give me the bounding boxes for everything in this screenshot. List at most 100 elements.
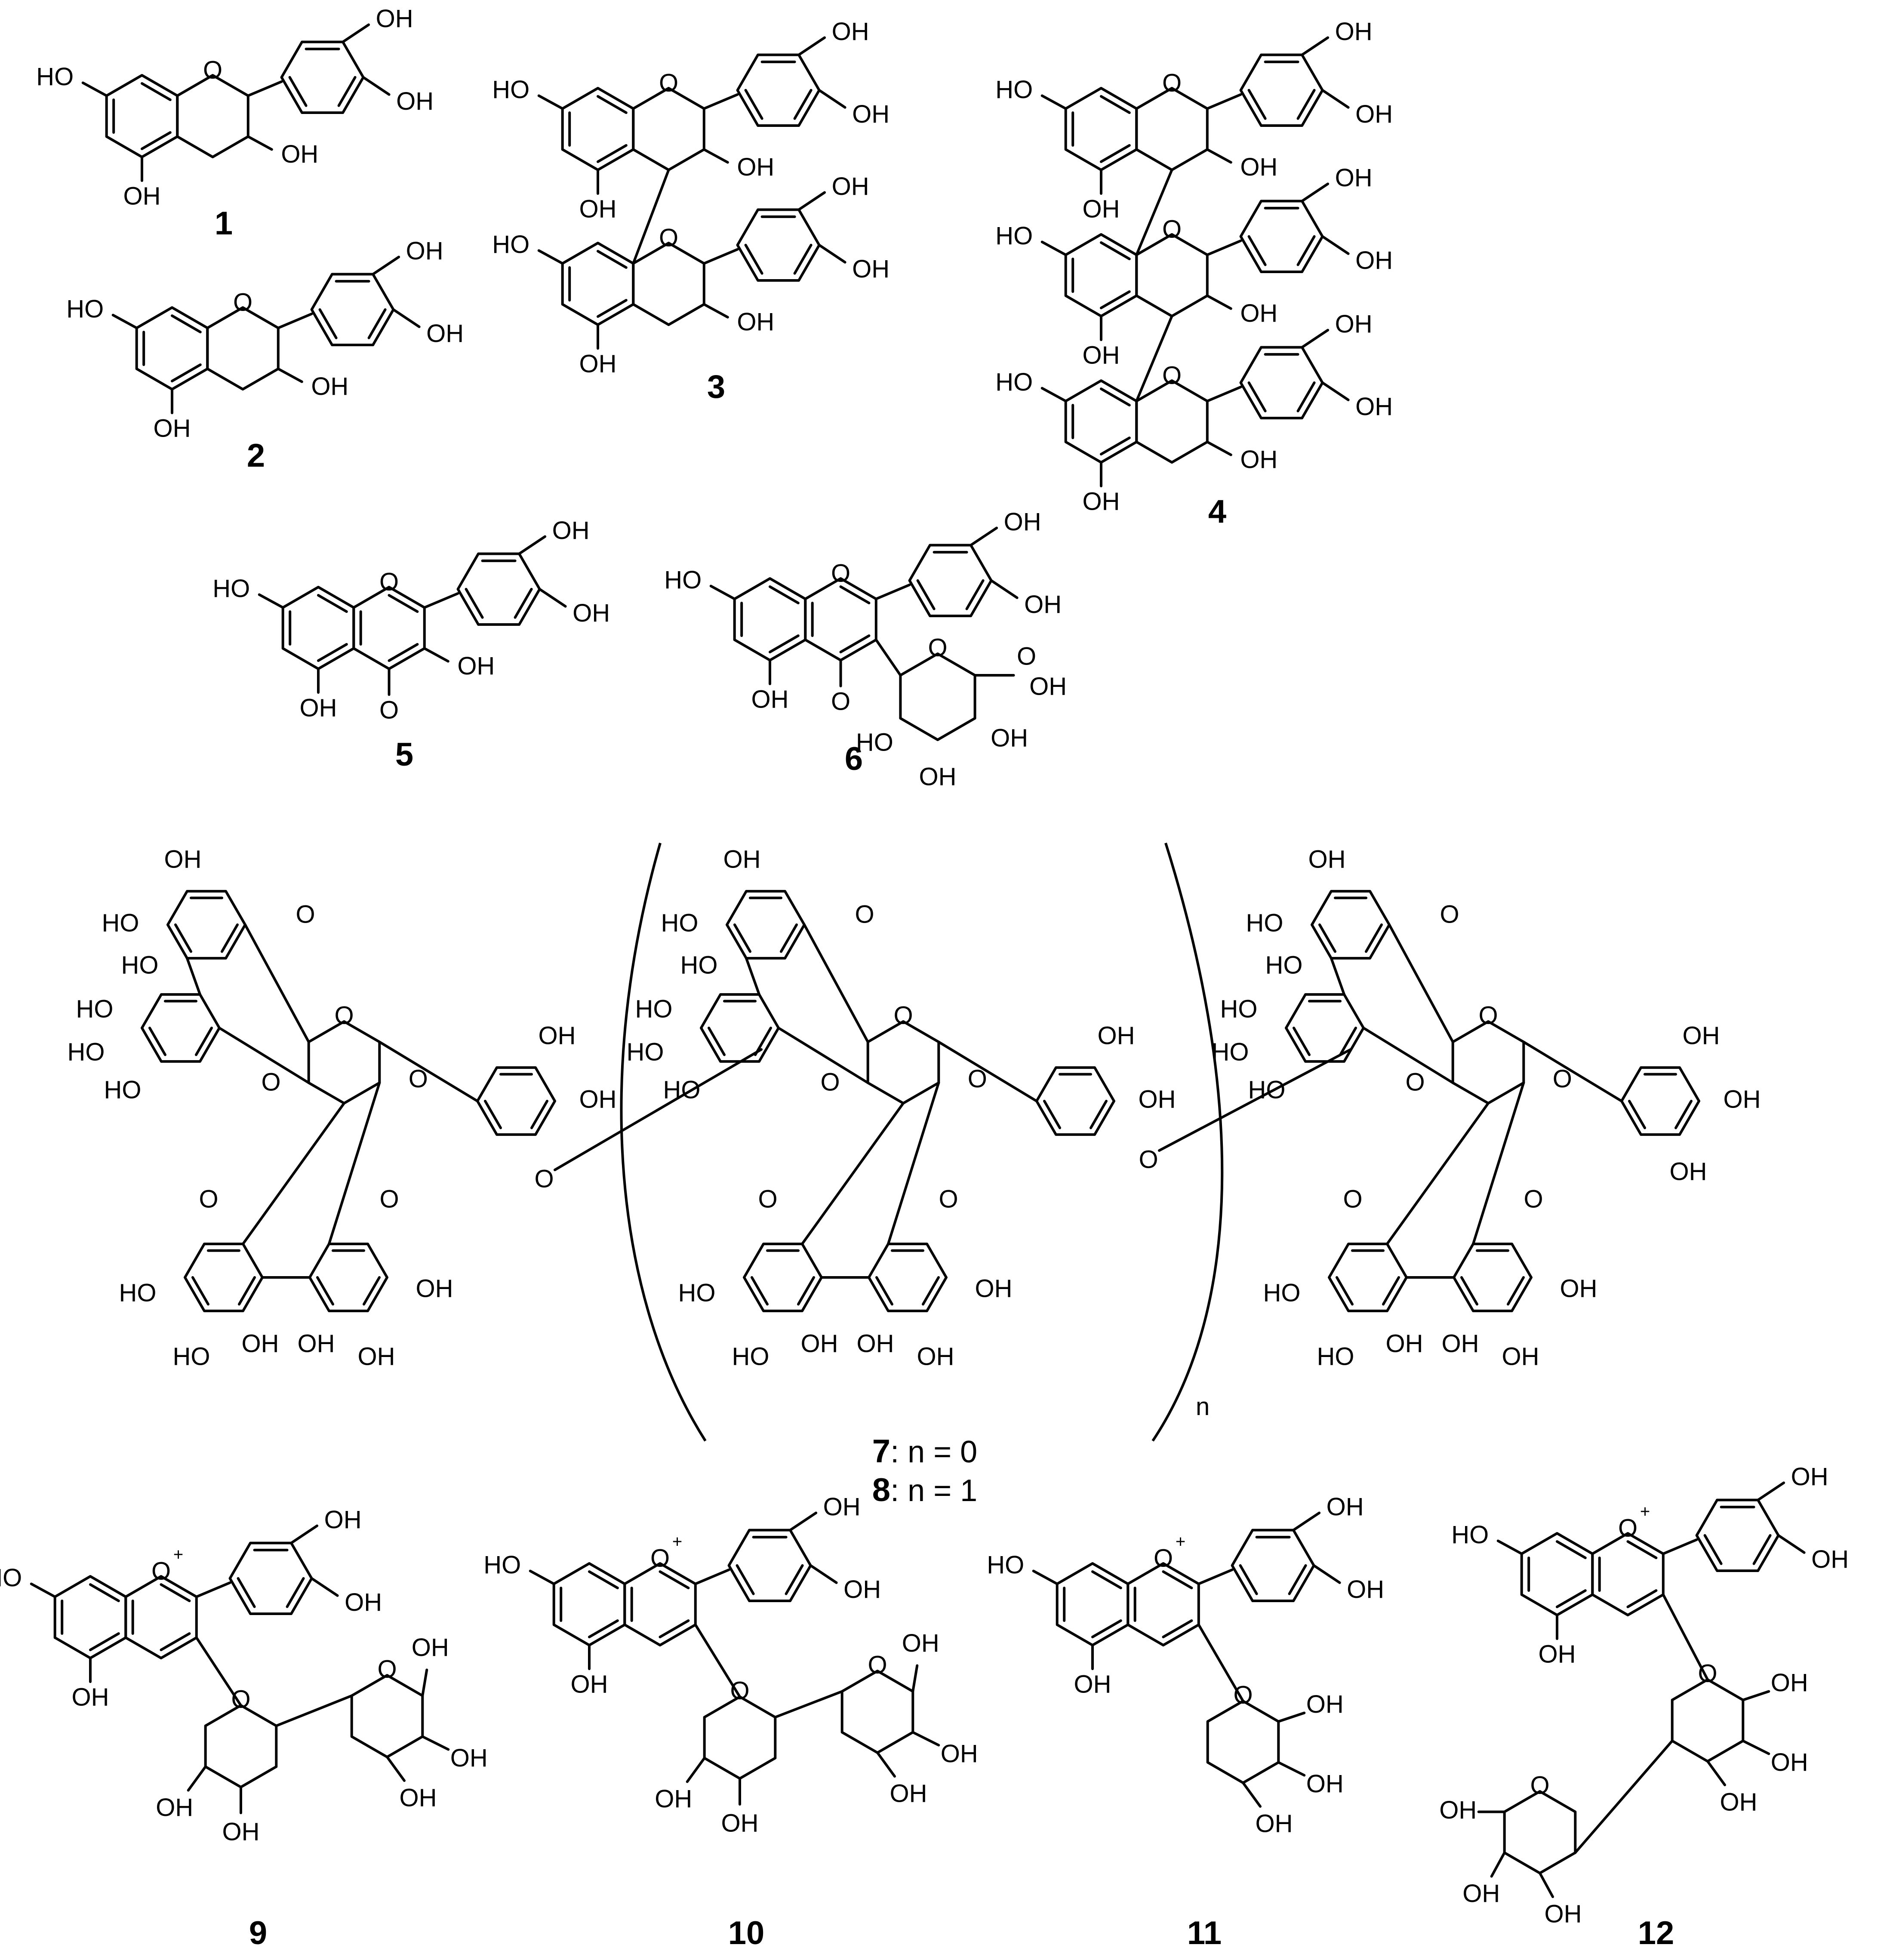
compound-9-charge: + xyxy=(173,1545,183,1564)
compound-4-middle-c-ring xyxy=(1135,233,1209,317)
compound-10-c-ring xyxy=(623,1562,697,1646)
tannin-left-galloyl-ring-2-double-bond xyxy=(195,1027,213,1056)
compound-4-bottom-c-ring xyxy=(1135,379,1209,464)
compound-2-b-ring-double-bond xyxy=(367,308,387,339)
compound-3-lower-c-ring xyxy=(632,242,705,326)
bond xyxy=(81,81,108,97)
compound-4-bottom-ring-oxygen: O xyxy=(1162,361,1182,389)
tannin-right-oh-g: HO xyxy=(1263,1279,1301,1307)
compound-9-c-ring-double-bond xyxy=(160,1632,191,1651)
compound-4-top-b-ring-double-bond xyxy=(1247,89,1267,120)
bond xyxy=(242,1102,345,1246)
compound-9-a-ring xyxy=(53,1575,127,1659)
bond xyxy=(258,593,284,609)
tannin-middle-oh-g: HO xyxy=(678,1279,716,1307)
tannin-left-galloyl-ring-3 xyxy=(184,1243,264,1312)
bond xyxy=(372,255,400,276)
bond xyxy=(1388,923,1454,1043)
compound-3-upper-a-ring-double-bond xyxy=(597,95,628,114)
compound-1-a-ring xyxy=(105,74,179,158)
tannin-right-glucose-oxygen: O xyxy=(1478,1001,1498,1029)
compound-6-a-ring-double-bond xyxy=(769,634,800,653)
compound-5-a-ring xyxy=(281,586,355,670)
compound-5-oh-3: OH xyxy=(457,652,495,680)
compound-number-3: 3 xyxy=(707,369,725,405)
tannin-right-gallate-ring-double-bond xyxy=(1628,1100,1646,1129)
compound-4-bottom-a-ring-double-bond xyxy=(1100,437,1131,455)
tannin-right-oh-d: HO xyxy=(1220,995,1258,1023)
compound-4-middle-b-ring-double-bond xyxy=(1247,235,1267,266)
bond xyxy=(1242,1782,1262,1808)
compound-11-glucose xyxy=(1206,1700,1280,1784)
compound-2-oh-4prime: OH xyxy=(426,320,464,348)
compound-4-top-a-ring-double-bond xyxy=(1100,144,1131,163)
compound-5-oh-5: OH xyxy=(300,694,337,722)
bond xyxy=(1362,1027,1454,1084)
compound-12-a-ring-double-bond xyxy=(1556,1589,1587,1608)
atom-label-layer: OOHOHHOOHOHOOHOHHOOHOHOOHOHHOOHOHOOHOHHO… xyxy=(0,5,1849,1928)
repeat-subscript: n xyxy=(1196,1393,1210,1421)
tannin-right-gallate-carbonyl: O xyxy=(1553,1065,1572,1093)
compound-6-oh-5: OH xyxy=(751,685,789,713)
bond xyxy=(1742,1690,1770,1702)
bond xyxy=(970,526,998,547)
tannin-right-galloyl-ring-4-double-bond xyxy=(1460,1276,1478,1306)
compound-4-bottom-oh-5: OH xyxy=(1083,487,1120,515)
bond xyxy=(30,1582,56,1598)
compound-4-middle-oh-5: OH xyxy=(1083,341,1120,369)
compound-1-ring-oxygen: O xyxy=(203,56,222,84)
compound-9-glucose-2-oh-2: OH xyxy=(400,1784,437,1812)
bond xyxy=(328,1081,381,1246)
compound-12-b-ring-double-bond xyxy=(1752,1534,1772,1565)
compound-2-a-ring-double-bond xyxy=(171,314,202,333)
compound-6-c-ring xyxy=(804,577,877,662)
tannin-left-gallate-oh-1: OH xyxy=(539,1022,576,1049)
compound-3-upper-c-ring xyxy=(632,87,705,171)
compound-3-lower-oh-7: HO xyxy=(492,231,529,258)
compound-6-c-ring-double-bond xyxy=(839,634,871,653)
bond xyxy=(801,1102,905,1246)
compound-10-c-ring-double-bond xyxy=(659,1619,690,1638)
compound-2-oh-3: OH xyxy=(311,372,348,400)
tannin-left-ester-carbonyl-3: O xyxy=(199,1185,218,1213)
bond xyxy=(1206,148,1232,164)
compound-number-12: 12 xyxy=(1638,1915,1674,1951)
bond xyxy=(803,923,869,1043)
compound-10-xylose-oxygen: O xyxy=(868,1651,887,1679)
compound-6-oh-4prime: OH xyxy=(1024,591,1062,618)
compound-1-b-ring xyxy=(280,40,365,114)
compound-1-oh-3: OH xyxy=(281,140,318,168)
compound-number-2: 2 xyxy=(247,437,265,474)
tannin-left-gallate-carbonyl: O xyxy=(409,1065,428,1093)
tannin-left-galloyl-ring-4 xyxy=(308,1243,388,1312)
compound-1-a-ring-double-bond xyxy=(141,131,172,150)
compound-10-glucose xyxy=(703,1695,777,1780)
compound-5-b-ring xyxy=(456,552,541,626)
compound-12-b-ring-link xyxy=(1662,1538,1698,1555)
bond xyxy=(537,94,564,110)
compound-6-c-ring-double-bond xyxy=(839,585,871,604)
tannin-right-galloyl-ring-3-double-bond xyxy=(1382,1276,1400,1306)
compound-12-c-ring xyxy=(1591,1532,1665,1616)
compound-12-glucose xyxy=(1671,1678,1745,1763)
tannin-middle-oh-k: OH xyxy=(917,1342,954,1370)
compound-5-c-ring xyxy=(352,586,426,670)
compound-number-9: 9 xyxy=(249,1915,267,1951)
bond xyxy=(1301,182,1330,203)
tannin-right-ester-carbonyl-4: O xyxy=(1524,1185,1543,1213)
compound-9-c-ring-double-bond xyxy=(160,1583,191,1602)
compound-11-glycosidic-bond xyxy=(1197,1623,1244,1702)
compound-9-glucose-1 xyxy=(204,1704,278,1788)
compound-11-c-ring-double-bond xyxy=(1162,1570,1193,1589)
bond xyxy=(1321,235,1350,255)
compound-11-oh-4prime: OH xyxy=(1347,1575,1384,1603)
compound-12-c-ring-double-bond xyxy=(1626,1589,1658,1608)
compound-4-top-oh-4prime: OH xyxy=(1355,100,1393,128)
tannin-right-oh-b: HO xyxy=(1246,909,1283,937)
compound-11-a-ring xyxy=(1056,1562,1130,1646)
bond xyxy=(1490,1851,1506,1878)
compound-3-lower-ring-oxygen: O xyxy=(659,224,678,252)
bond xyxy=(310,1577,339,1597)
compound-5-b-ring-double-bond xyxy=(514,588,533,619)
compound-2-b-ring xyxy=(310,273,395,346)
